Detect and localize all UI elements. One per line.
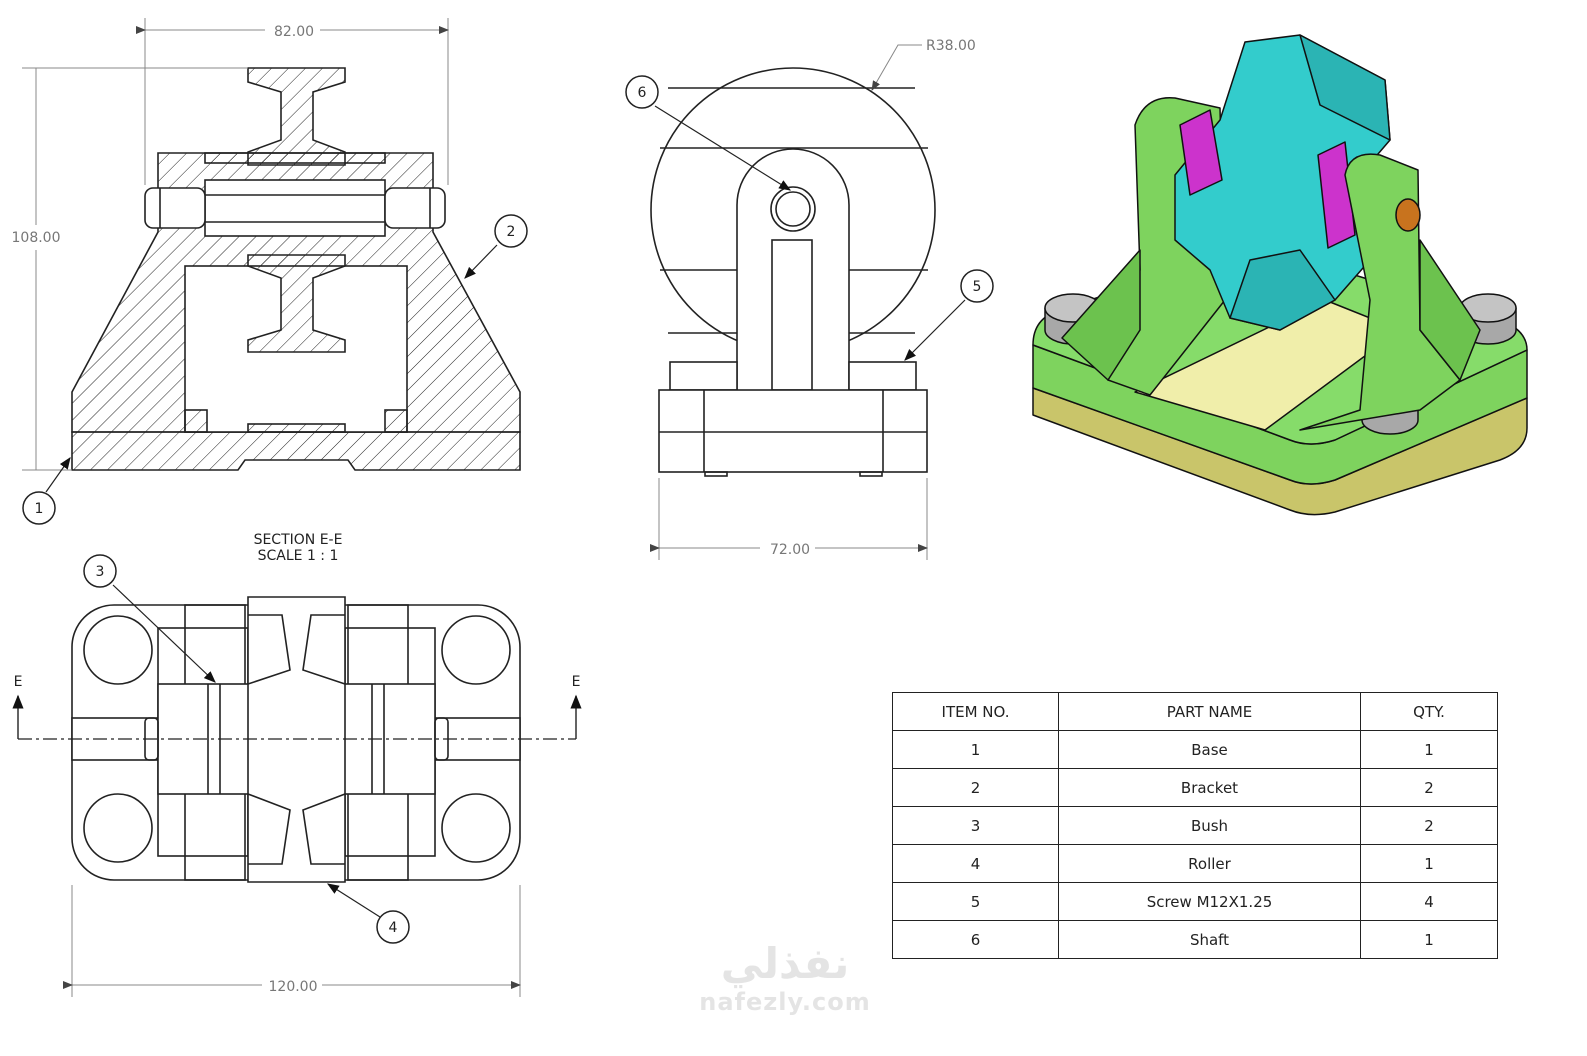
bom-header-item: ITEM NO.	[892, 692, 1059, 731]
dim-120: 120.00	[269, 979, 318, 995]
section-title: SECTION E-E	[254, 532, 343, 548]
shaft-bore	[204, 179, 386, 237]
iso-bush-left	[1179, 109, 1223, 196]
side-dimensions	[650, 44, 928, 560]
callout-4: 4	[376, 910, 410, 944]
cut-label-right: E	[572, 674, 581, 690]
bom-item-no: 4	[892, 844, 1059, 883]
table-row: 4 Roller 1	[892, 844, 1498, 883]
roller-bottom	[247, 254, 346, 353]
cut-label-left: E	[14, 674, 23, 690]
bom-part-name: Screw M12X1.25	[1058, 882, 1361, 921]
bom-header-row: ITEM NO. PART NAME QTY.	[892, 692, 1498, 731]
iso-shaft-end	[1395, 198, 1421, 232]
bill-of-materials: ITEM NO. PART NAME QTY. 1 Base 1 2 Brack…	[892, 692, 1498, 959]
watermark-url: nafezly.com	[699, 988, 871, 1016]
section-dimensions	[22, 18, 449, 471]
section-view	[71, 67, 521, 471]
svg-text:5: 5	[973, 279, 982, 295]
svg-text:2: 2	[507, 224, 516, 240]
bom-part-name: Base	[1058, 730, 1361, 769]
section-scale: SCALE 1 : 1	[258, 548, 339, 564]
isometric-view	[1032, 34, 1528, 516]
table-row: 3 Bush 2	[892, 806, 1498, 845]
watermark: نفذلي nafezly.com	[690, 939, 880, 1017]
callout-6: 6	[625, 75, 659, 109]
bom-part-name: Roller	[1058, 844, 1361, 883]
table-row: 1 Base 1	[892, 730, 1498, 769]
callout-5: 5	[960, 269, 994, 303]
dim-72: 72.00	[770, 542, 810, 558]
callout-leaders	[45, 105, 966, 918]
dim-82: 82.00	[274, 24, 314, 40]
bom-item-no: 5	[892, 882, 1059, 921]
base-side	[658, 389, 928, 473]
bom-part-name: Bush	[1058, 806, 1361, 845]
table-row: 6 Shaft 1	[892, 920, 1498, 959]
bom-item-no: 1	[892, 730, 1059, 769]
iso-bush-right	[1317, 141, 1356, 249]
base-section	[71, 431, 521, 471]
callout-3: 3	[83, 554, 117, 588]
table-row: 2 Bracket 2	[892, 768, 1498, 807]
hole-br	[441, 793, 511, 863]
bom-part-name: Bracket	[1058, 768, 1361, 807]
bom-part-name: Shaft	[1058, 920, 1361, 959]
svg-text:4: 4	[389, 920, 398, 936]
bom-qty: 1	[1360, 730, 1498, 769]
bom-qty: 4	[1360, 882, 1498, 921]
bom-qty: 1	[1360, 844, 1498, 883]
svg-text:3: 3	[96, 564, 105, 580]
plan-view	[12, 596, 582, 883]
bom-qty: 1	[1360, 920, 1498, 959]
dim-108: 108.00	[12, 230, 61, 246]
watermark-arabic: نفذلي	[720, 939, 850, 988]
roller-top	[247, 67, 346, 166]
bom-item-no: 6	[892, 920, 1059, 959]
callout-2: 2	[494, 214, 528, 248]
bom-item-no: 2	[892, 768, 1059, 807]
bom-header-part: PART NAME	[1058, 692, 1361, 731]
bom-header-qty: QTY.	[1360, 692, 1498, 731]
svg-text:1: 1	[35, 501, 44, 517]
dim-r38: R38.00	[926, 38, 976, 54]
bom-item-no: 3	[892, 806, 1059, 845]
hole-tr	[441, 615, 511, 685]
hole-tl	[83, 615, 153, 685]
bom-qty: 2	[1360, 806, 1498, 845]
callout-1: 1	[22, 491, 56, 525]
plan-dimensions	[63, 885, 521, 997]
table-row: 5 Screw M12X1.25 4	[892, 882, 1498, 921]
bom-qty: 2	[1360, 768, 1498, 807]
svg-text:6: 6	[638, 85, 647, 101]
side-view	[650, 67, 936, 477]
shaft-pin-left	[144, 187, 206, 229]
hole-bl	[83, 793, 153, 863]
shaft-pin-right	[384, 187, 446, 229]
